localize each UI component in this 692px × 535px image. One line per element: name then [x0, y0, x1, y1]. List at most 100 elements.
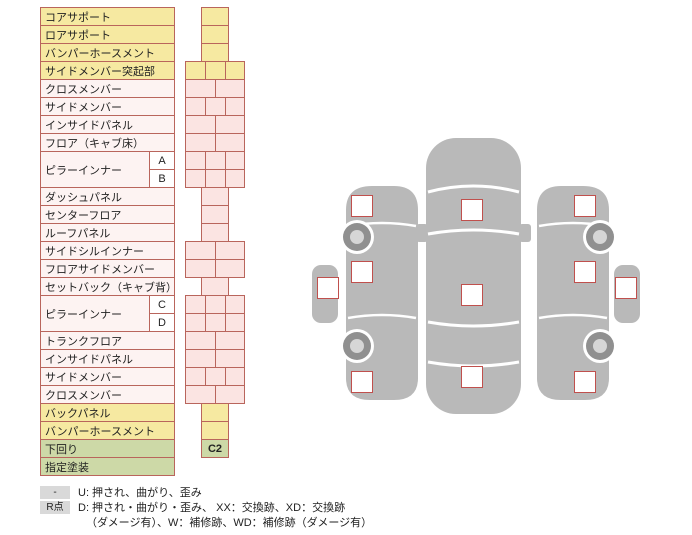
column-gap	[175, 43, 185, 62]
top-view-body	[426, 138, 521, 414]
damage-cell[interactable]	[215, 133, 245, 152]
cell-area	[185, 403, 245, 422]
damage-cell[interactable]	[201, 403, 229, 422]
legend-badge-rten: R点	[40, 501, 70, 514]
damage-cell[interactable]	[215, 331, 245, 350]
damage-cell[interactable]	[185, 61, 206, 80]
damage-cell[interactable]	[185, 151, 206, 170]
damage-cell[interactable]	[185, 97, 206, 116]
vehicle-diagram-svg	[312, 138, 640, 414]
table-row: A	[149, 151, 245, 170]
damage-cell[interactable]	[225, 97, 245, 116]
table-row: サイドメンバー	[40, 97, 245, 116]
damage-cell[interactable]	[201, 421, 229, 440]
cell-area	[185, 421, 245, 440]
table-row: B	[149, 169, 245, 188]
damage-cell[interactable]	[185, 133, 216, 152]
table-row: クロスメンバー	[40, 385, 245, 404]
column-gap	[175, 79, 185, 98]
check-square-right-top[interactable]	[574, 195, 596, 217]
pillar-section-label: D	[149, 313, 175, 332]
legend-text-d: D: 押され・曲がり・歪み、 XX：交換跡、XD：交換跡	[78, 502, 346, 514]
damage-cell[interactable]	[215, 115, 245, 134]
check-square-left-mid[interactable]	[351, 261, 373, 283]
column-gap	[175, 25, 185, 44]
damage-cell[interactable]	[205, 61, 226, 80]
check-square-right-outer[interactable]	[615, 277, 637, 299]
damage-cell[interactable]	[201, 205, 229, 224]
damage-cell[interactable]	[185, 331, 216, 350]
damage-cell[interactable]	[185, 259, 216, 278]
column-gap	[175, 97, 185, 116]
damage-cell[interactable]	[225, 313, 245, 332]
damage-cell[interactable]	[201, 187, 229, 206]
damage-cell[interactable]	[185, 349, 216, 368]
mirror-right-icon	[519, 224, 531, 242]
check-square-left-outer[interactable]	[317, 277, 339, 299]
check-square-center-bottom[interactable]	[461, 366, 483, 388]
damage-cell[interactable]	[205, 97, 226, 116]
damage-cell[interactable]	[185, 115, 216, 134]
legend-badge-dash: -	[40, 486, 70, 499]
mirror-left-icon	[416, 224, 428, 242]
column-gap	[175, 241, 185, 260]
damage-cell[interactable]	[201, 277, 229, 296]
damage-cell[interactable]: C2	[201, 439, 229, 458]
damage-cell[interactable]	[205, 151, 226, 170]
check-square-right-bottom[interactable]	[574, 371, 596, 393]
damage-cell[interactable]	[225, 61, 245, 80]
left-front-hub	[350, 230, 364, 244]
cell-area	[185, 367, 245, 386]
check-square-center-mid[interactable]	[461, 284, 483, 306]
damage-cell[interactable]	[205, 367, 226, 386]
table-row: セットバック（キャブ背）	[40, 277, 245, 296]
damage-cell[interactable]	[201, 25, 229, 44]
damage-cell[interactable]	[185, 295, 206, 314]
check-square-right-mid[interactable]	[574, 261, 596, 283]
column-gap	[175, 439, 185, 458]
damage-cell[interactable]	[201, 223, 229, 242]
table-row: クロスメンバー	[40, 79, 245, 98]
damage-cell[interactable]	[215, 241, 245, 260]
damage-cell[interactable]	[215, 79, 245, 98]
column-gap	[175, 223, 185, 242]
damage-cell[interactable]	[215, 259, 245, 278]
cell-area	[185, 205, 245, 224]
damage-cell[interactable]	[201, 43, 229, 62]
left-rear-hub	[350, 339, 364, 353]
column-gap	[175, 331, 185, 350]
damage-cell[interactable]	[185, 241, 216, 260]
damage-cell[interactable]	[185, 169, 206, 188]
column-gap	[175, 7, 185, 26]
damage-cell[interactable]	[225, 151, 245, 170]
part-label: トランクフロア	[40, 331, 175, 350]
damage-cell[interactable]	[185, 367, 206, 386]
damage-cell[interactable]	[185, 385, 216, 404]
table-row: サイドシルインナー	[40, 241, 245, 260]
damage-cell[interactable]	[205, 169, 226, 188]
legend-text-d-cont: （ダメージ有）、W：補修跡、WD：補修跡（ダメージ有）	[86, 517, 373, 529]
damage-cell[interactable]	[225, 169, 245, 188]
damage-cell[interactable]	[185, 79, 216, 98]
column-gap	[175, 385, 185, 404]
check-square-center-top[interactable]	[461, 199, 483, 221]
car-side-view-left	[312, 186, 418, 400]
damage-cell[interactable]	[201, 7, 229, 26]
table-row: フロア（キャブ床）	[40, 133, 245, 152]
damage-cell[interactable]	[185, 313, 206, 332]
pillar-section-label: C	[149, 295, 175, 314]
damage-cell[interactable]	[225, 295, 245, 314]
damage-cell[interactable]	[215, 349, 245, 368]
damage-cell[interactable]	[215, 385, 245, 404]
check-square-left-bottom[interactable]	[351, 371, 373, 393]
cell-area	[185, 457, 245, 476]
part-label: バンパーホースメント	[40, 43, 175, 62]
damage-cell[interactable]	[225, 367, 245, 386]
damage-cell[interactable]	[205, 295, 226, 314]
cell-area	[185, 223, 245, 242]
table-row: ロアサポート	[40, 25, 245, 44]
table-row: C	[149, 295, 245, 314]
check-square-left-top[interactable]	[351, 195, 373, 217]
damage-cell[interactable]	[205, 313, 226, 332]
column-gap	[175, 457, 185, 476]
